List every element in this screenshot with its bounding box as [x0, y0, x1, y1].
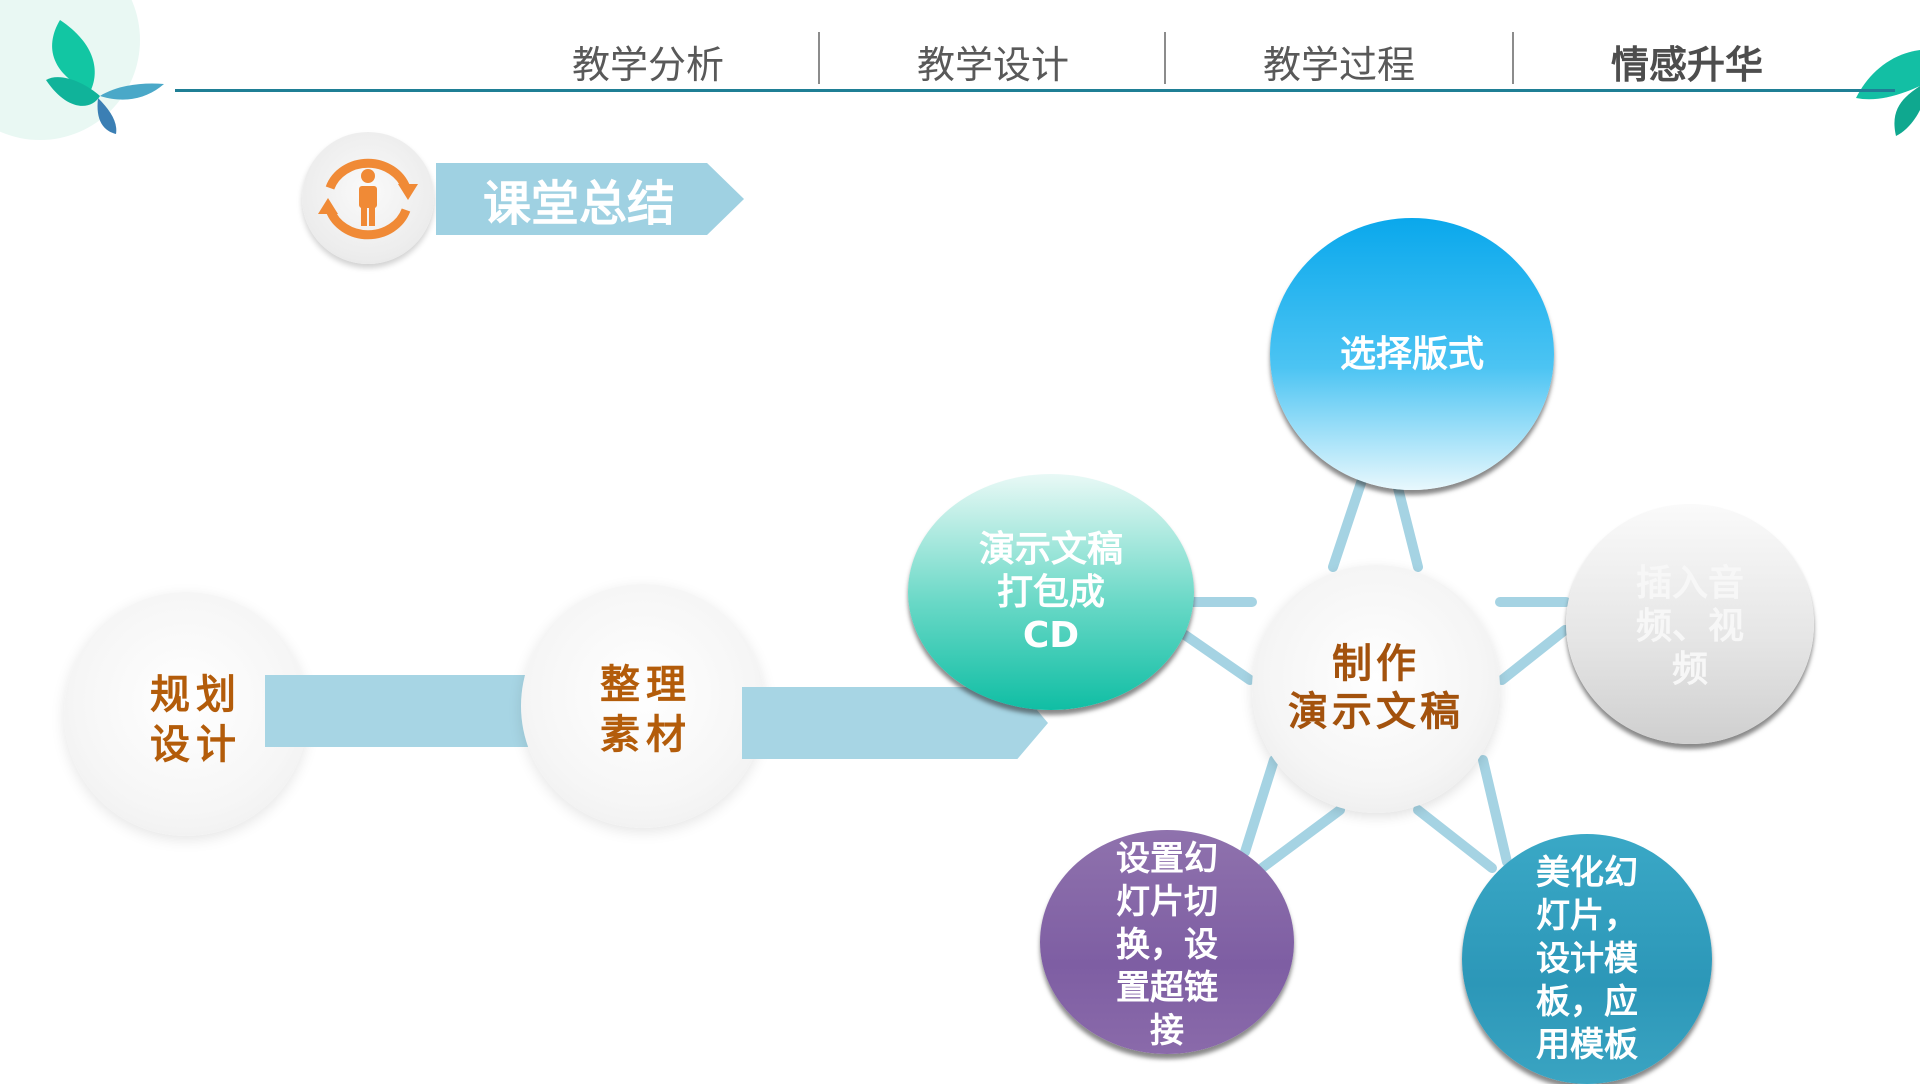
- label-line: 设计模: [1536, 938, 1638, 979]
- node-beautify-template: [1462, 834, 1712, 1084]
- node-package-cd-label: 演示文稿 打包成 CD: [908, 526, 1194, 658]
- corner-decoration-right: [1856, 50, 1920, 136]
- label-line: 置超链: [1116, 967, 1218, 1008]
- nav-tab-label: 教学设计: [916, 42, 1069, 87]
- node-slide-transition-link: [1040, 830, 1294, 1054]
- nav-separator: [818, 32, 820, 84]
- connector-center-top-b: [1391, 475, 1423, 572]
- connector-center-bottomright-a: [1478, 755, 1512, 867]
- connector-center-top-a: [1328, 475, 1367, 572]
- nav-tab-label: 情感升华: [1610, 42, 1763, 87]
- node-package-cd: [908, 474, 1194, 710]
- label-line: 素材: [600, 712, 692, 758]
- label-line: 选择版式: [1339, 333, 1484, 375]
- node-beautify-template-label: 美化幻 灯片， 设计模 板，应 用模板: [1462, 850, 1712, 1068]
- corner-decoration-left: [0, 0, 164, 140]
- label-line: 整理: [600, 662, 692, 708]
- section-title-banner: [436, 163, 744, 235]
- node-slide-transition-link-label: 设置幻 灯片切 换，设 置超链 接: [1040, 836, 1294, 1054]
- connector-center-bottomleft-b: [1257, 805, 1345, 873]
- nav-tab-teaching-process[interactable]: 教学过程: [1166, 30, 1512, 92]
- person-cycle-icon: [318, 158, 418, 240]
- connector-center-bottomleft-a: [1240, 755, 1279, 857]
- label-line: 美化幻: [1536, 852, 1638, 893]
- process-step-organize-material: [521, 584, 765, 828]
- label-line: 换，设: [1116, 924, 1218, 965]
- label-line: 制作: [1332, 641, 1420, 687]
- label-line: CD: [1022, 614, 1080, 656]
- label-line: 频、视: [1635, 605, 1744, 647]
- label-line: 灯片切: [1116, 881, 1218, 922]
- section-title: 课堂总结: [482, 176, 675, 232]
- node-insert-audio-video-label: 插入音 频、视 频: [1566, 560, 1814, 692]
- connector-center-left-b: [1180, 630, 1255, 685]
- nav-tab-teaching-design[interactable]: 教学设计: [820, 30, 1166, 92]
- label-line: 设计: [150, 722, 242, 768]
- nav-tab-label: 教学过程: [1262, 42, 1415, 87]
- label-line: 灯片，: [1536, 895, 1638, 936]
- label-line: 设置幻: [1116, 838, 1218, 879]
- label-line: 插入音: [1635, 562, 1744, 604]
- process-step-plan-design-label: 规划 设计: [122, 670, 270, 770]
- label-line: 打包成: [996, 571, 1105, 613]
- connector-center-right-b: [1497, 625, 1570, 685]
- label-line: 演示文稿: [1288, 689, 1464, 735]
- label-line: 频: [1671, 648, 1708, 690]
- node-make-presentation: [1252, 565, 1500, 813]
- nav-tab-label: 教学分析: [571, 42, 724, 87]
- butterfly-icon: [46, 20, 164, 134]
- node-choose-layout-label: 选择版式: [1270, 318, 1554, 390]
- nav-separator: [1164, 32, 1166, 84]
- label-line: 接: [1150, 1010, 1184, 1051]
- nav-tab-teaching-analysis[interactable]: 教学分析: [475, 30, 821, 92]
- process-arrow-1: [265, 675, 570, 747]
- node-insert-audio-video: [1566, 504, 1814, 744]
- label-line: 用模板: [1536, 1024, 1638, 1065]
- node-make-presentation-label: 制作 演示文稿: [1252, 640, 1500, 736]
- label-line: 演示文稿: [978, 528, 1123, 570]
- nav-underline: [175, 89, 1895, 92]
- butterfly-icon: [1856, 50, 1920, 136]
- label-line: 规划: [150, 672, 242, 718]
- label-line: 板，应: [1536, 981, 1638, 1022]
- nav-tab-emotional-sublimation[interactable]: 情感升华: [1514, 30, 1860, 92]
- nav-separator: [1512, 32, 1514, 84]
- process-step-organize-material-label: 整理 素材: [572, 660, 720, 760]
- section-icon-badge: [302, 132, 434, 264]
- node-choose-layout: [1270, 218, 1554, 490]
- connector-center-bottomright-b: [1413, 805, 1497, 873]
